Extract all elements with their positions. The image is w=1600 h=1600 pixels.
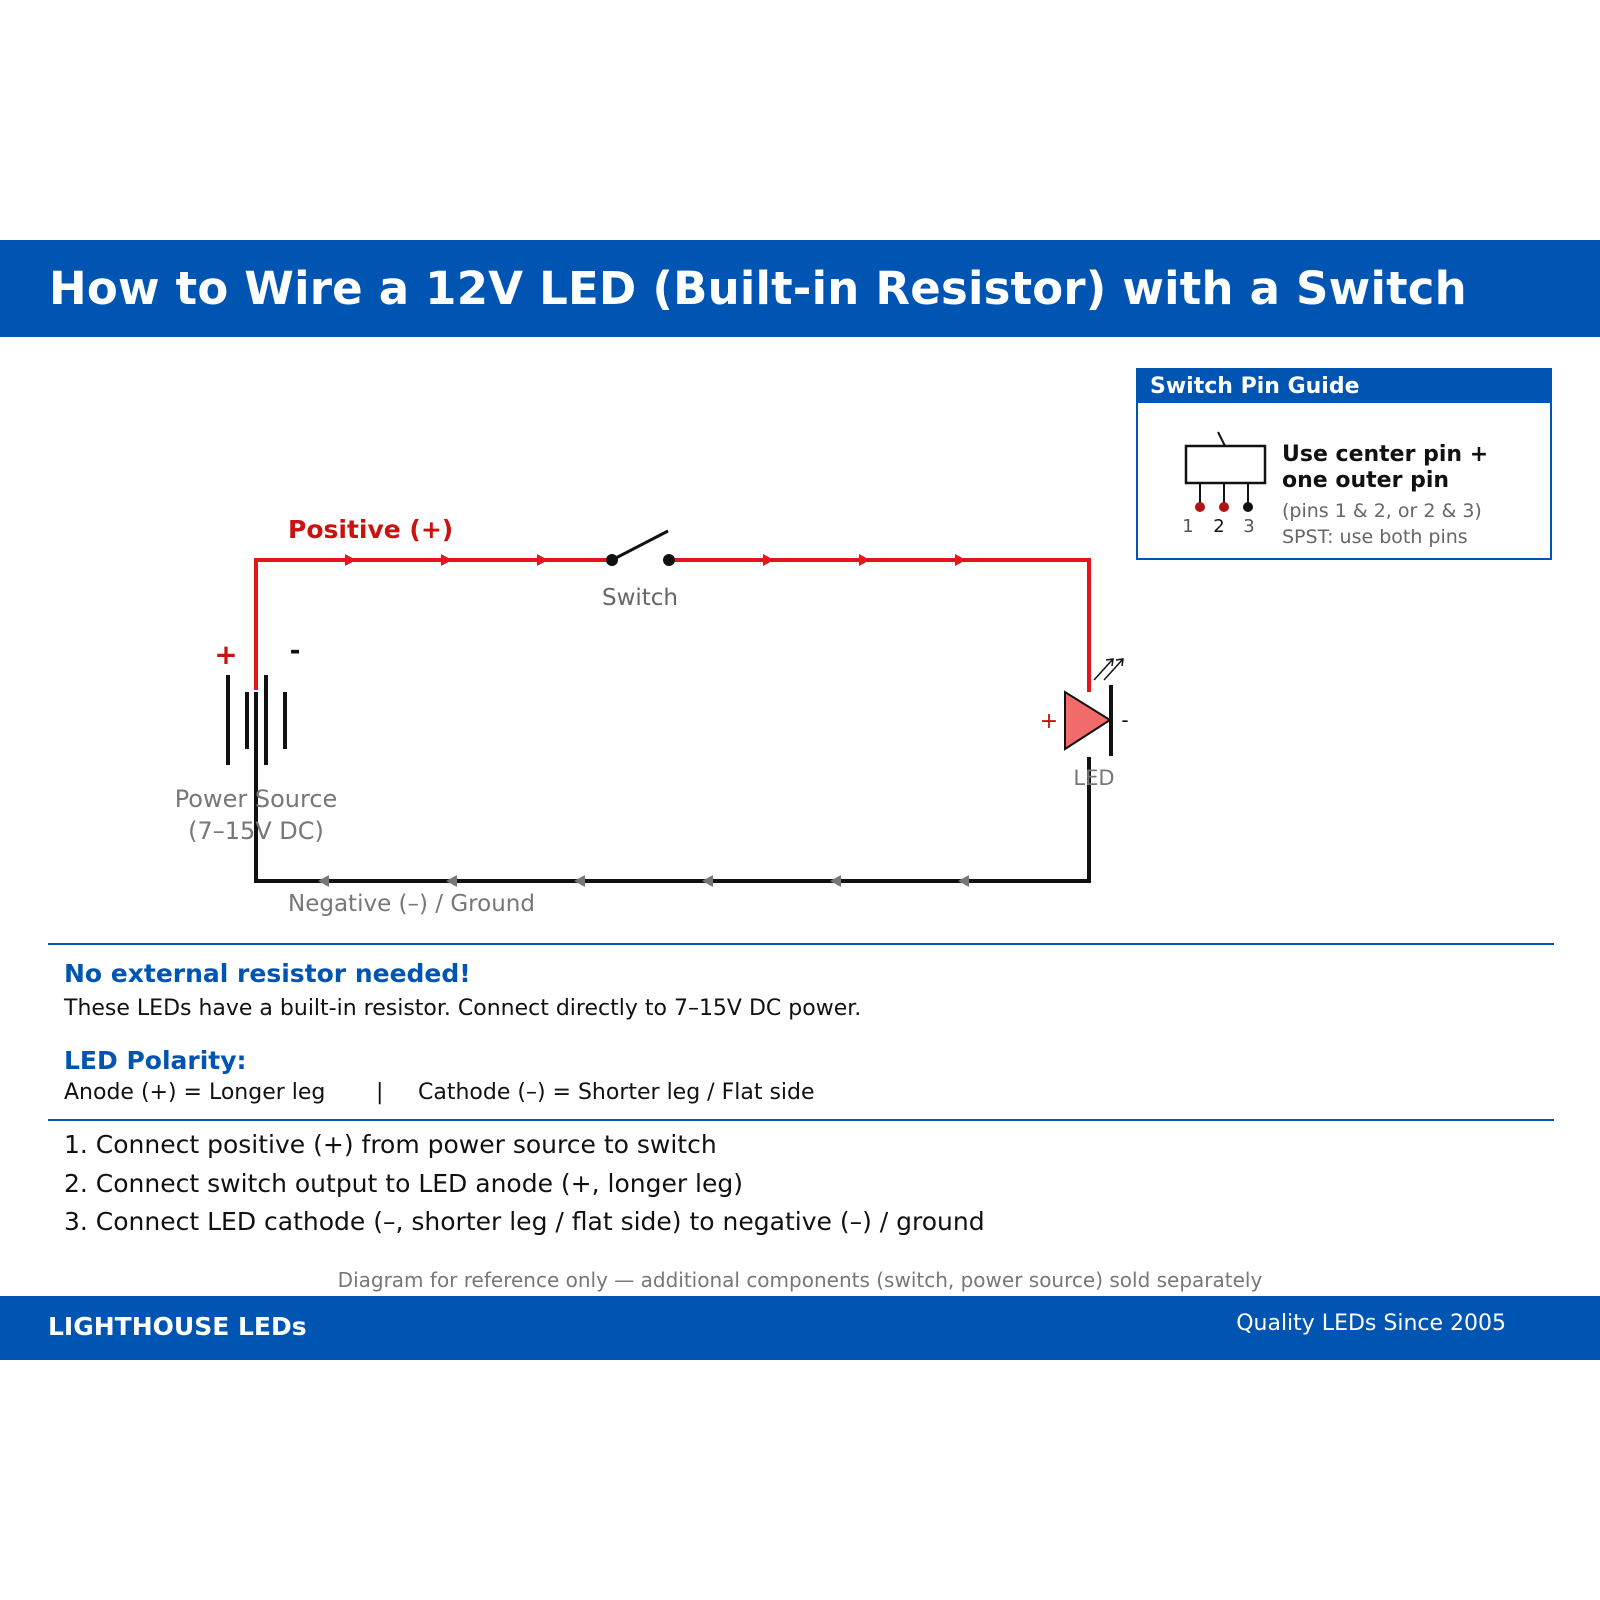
pin-label-1: 1 <box>1182 516 1193 537</box>
led-symbol <box>1064 658 1124 756</box>
divider-top <box>48 943 1554 945</box>
switch-symbol <box>606 529 675 566</box>
guide-note-line-1: (pins 1 & 2, or 2 & 3) <box>1282 500 1482 522</box>
polarity-cathode: Cathode (–) = Shorter leg / Flat side <box>418 1080 815 1105</box>
divider-bottom <box>48 1119 1554 1121</box>
guide-instruction-line-2: one outer pin <box>1282 468 1450 493</box>
positive-label: Positive (+) <box>288 515 453 544</box>
step-item: 1. Connect positive (+) from power sourc… <box>64 1130 717 1159</box>
battery-minus-label: - <box>290 636 301 666</box>
led-plus-label: + <box>1040 709 1058 734</box>
step-item: 3. Connect LED cathode (–, shorter leg /… <box>64 1207 985 1236</box>
positive-wire <box>254 554 1091 692</box>
step-item: 2. Connect switch output to LED anode (+… <box>64 1168 744 1198</box>
guide-title: Switch Pin Guide <box>1138 370 1550 403</box>
pin-label-2: 2 <box>1213 516 1224 537</box>
guide-instruction-line-1: Use center pin + <box>1282 442 1489 467</box>
disclaimer: Diagram for reference only — additional … <box>337 1268 1263 1292</box>
switch-label: Switch <box>602 585 678 611</box>
resistor-heading: No external resistor needed! <box>64 959 471 988</box>
pin-label-3: 3 <box>1243 516 1254 537</box>
negative-wire <box>254 692 1091 887</box>
switch-pin-icon: 1 2 3 <box>1182 431 1267 537</box>
polarity-separator: | <box>376 1080 384 1105</box>
negative-label: Negative (–) / Ground <box>288 891 535 917</box>
header-bar: How to Wire a 12V LED (Built-in Resistor… <box>0 240 1600 337</box>
power-source-range: (7–15V DC) <box>188 817 324 845</box>
guide-note-line-2: SPST: use both pins <box>1282 526 1468 548</box>
page-title: How to Wire a 12V LED (Built-in Resistor… <box>49 262 1467 315</box>
footer-bar: LIGHTHOUSE LEDs Quality LEDs Since 2005 <box>0 1296 1600 1360</box>
wiring-steps: 1. Connect positive (+) from power sourc… <box>64 1130 985 1246</box>
led-label: LED <box>1073 766 1114 790</box>
polarity-heading: LED Polarity: <box>64 1046 247 1075</box>
led-minus-label: - <box>1121 708 1128 732</box>
resistor-text: These LEDs have a built-in resistor. Con… <box>64 996 862 1021</box>
footer-brand: LIGHTHOUSE LEDs <box>48 1312 307 1341</box>
guide-instruction: Use center pin + one outer pin <box>1282 442 1488 494</box>
power-source-label: Power Source <box>175 785 338 813</box>
footer-tagline: Quality LEDs Since 2005 <box>1236 1311 1506 1336</box>
battery-symbol <box>226 675 287 765</box>
battery-plus-label: + <box>214 638 237 671</box>
polarity-anode: Anode (+) = Longer leg <box>64 1080 326 1105</box>
guide-note: (pins 1 & 2, or 2 & 3) SPST: use both pi… <box>1282 498 1482 550</box>
switch-pin-guide: Switch Pin Guide 1 2 3 Use center pin + … <box>1136 368 1552 560</box>
